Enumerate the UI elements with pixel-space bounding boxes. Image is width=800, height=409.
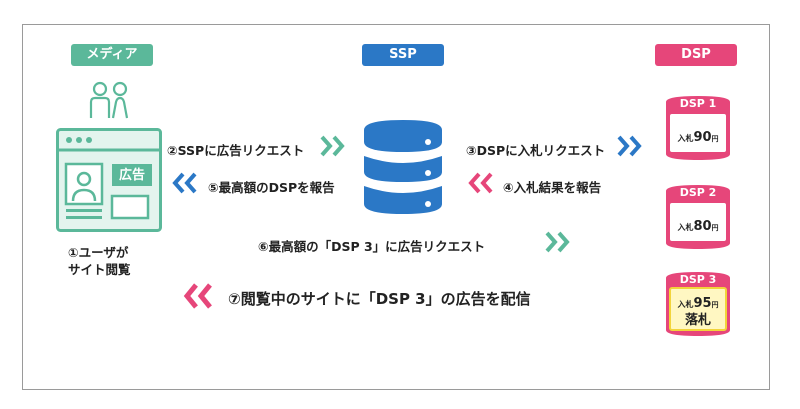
dsp-1-cylinder-icon (666, 96, 730, 160)
step-5-left-chevron-icon (172, 172, 197, 194)
dsp-3-can: DSP 3 入札95円 落札 (664, 270, 732, 338)
browser-window-icon (56, 128, 162, 232)
dsp-1-bid-amount: 90 (693, 130, 712, 145)
dsp-1-bid: 入札90円 (670, 126, 726, 145)
users-icon (89, 81, 129, 119)
dsp-1-bid-prefix: 入札 (677, 134, 694, 143)
step-7-label: ⑦閲覧中のサイトに「DSP 3」の広告を配信 (228, 290, 531, 308)
dsp-3-bid-prefix: 入札 (677, 300, 694, 309)
dsp-2-bid-amount: 80 (693, 219, 712, 234)
media-badge: メディア (71, 44, 153, 66)
dsp-3-bid: 入札95円 (670, 292, 726, 311)
dsp-2-name: DSP 2 (679, 186, 717, 199)
step-6-label: ⑥最高額の「DSP 3」に広告リクエスト (258, 239, 486, 254)
step-1-line-2: サイト閲覧 (68, 262, 131, 277)
dsp-1-bid-unit: 円 (711, 135, 719, 143)
ssp-database-icon (364, 120, 442, 214)
dsp-3-name: DSP 3 (679, 273, 717, 286)
step-1-line-1: ①ユーザが (68, 245, 129, 260)
step-7-left-chevron-icon (183, 283, 212, 309)
step-5-label: ⑤最高額のDSPを報告 (208, 180, 335, 195)
ad-label: 広告 (118, 168, 145, 183)
dsp-2-cylinder-icon (666, 185, 730, 249)
dsp-2-bid-unit: 円 (711, 224, 719, 232)
step-2-right-chevron-icon (320, 135, 345, 157)
dsp-2-bid-prefix: 入札 (677, 223, 694, 232)
step-3-label: ③DSPに入札リクエスト (466, 143, 606, 158)
dsp-2-bid: 入札80円 (670, 215, 726, 234)
dsp-badge: DSP (655, 44, 737, 66)
dsp-1-name: DSP 1 (679, 97, 717, 110)
step-6-right-chevron-icon (545, 231, 570, 253)
dsp-3-winner-label: 落札 (684, 313, 711, 328)
dsp-2-can: DSP 2 入札80円 (664, 183, 732, 251)
step-4-label: ④入札結果を報告 (503, 180, 602, 195)
ssp-badge: SSP (362, 44, 444, 66)
step-3-right-chevron-icon (617, 135, 642, 157)
dsp-3-bid-amount: 95 (693, 296, 712, 311)
dsp-1-can: DSP 1 入札90円 (664, 94, 732, 162)
step-4-left-chevron-icon (468, 172, 493, 194)
dsp-3-bid-unit: 円 (711, 301, 719, 309)
dsp-3-cylinder-icon (666, 272, 730, 336)
step-2-label: ②SSPに広告リクエスト (167, 143, 305, 158)
